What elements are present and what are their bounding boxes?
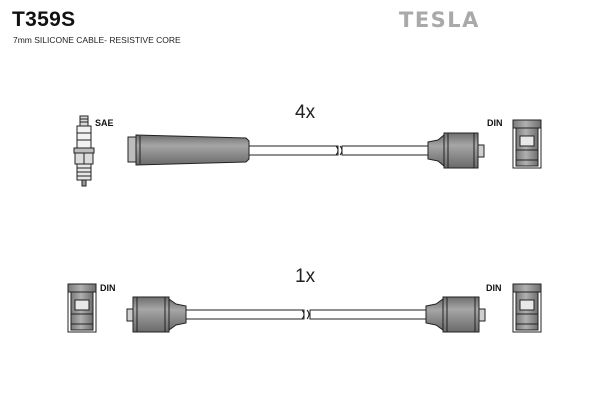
cable-2-left-connector-label: DIN — [100, 283, 116, 293]
cable-1-left-boot — [127, 134, 250, 166]
part-number-title: T359S — [12, 8, 76, 31]
cable-2-quantity: 1x — [295, 266, 316, 287]
cable-2-wire — [185, 309, 427, 320]
cable-1-wire — [248, 145, 429, 156]
cable-1-right-boot — [427, 132, 485, 169]
cable-1-quantity: 4x — [295, 102, 316, 123]
din-connector-icon — [67, 283, 97, 333]
din-connector-icon — [512, 119, 542, 169]
tesla-logo: TESLA — [399, 8, 480, 32]
cable-2-right-connector-label: DIN — [486, 283, 502, 293]
cable-1-right-connector-label: DIN — [487, 118, 503, 128]
cable-1-left-connector-label: SAE — [95, 118, 114, 128]
cable-2-right-boot — [425, 296, 486, 333]
cable-2-left-boot — [126, 296, 187, 333]
cable-spec-text: 7mm SILICONE CABLE- RESISTIVE CORE — [13, 35, 181, 45]
din-connector-icon — [512, 283, 542, 333]
spark-plug-icon — [73, 115, 95, 187]
